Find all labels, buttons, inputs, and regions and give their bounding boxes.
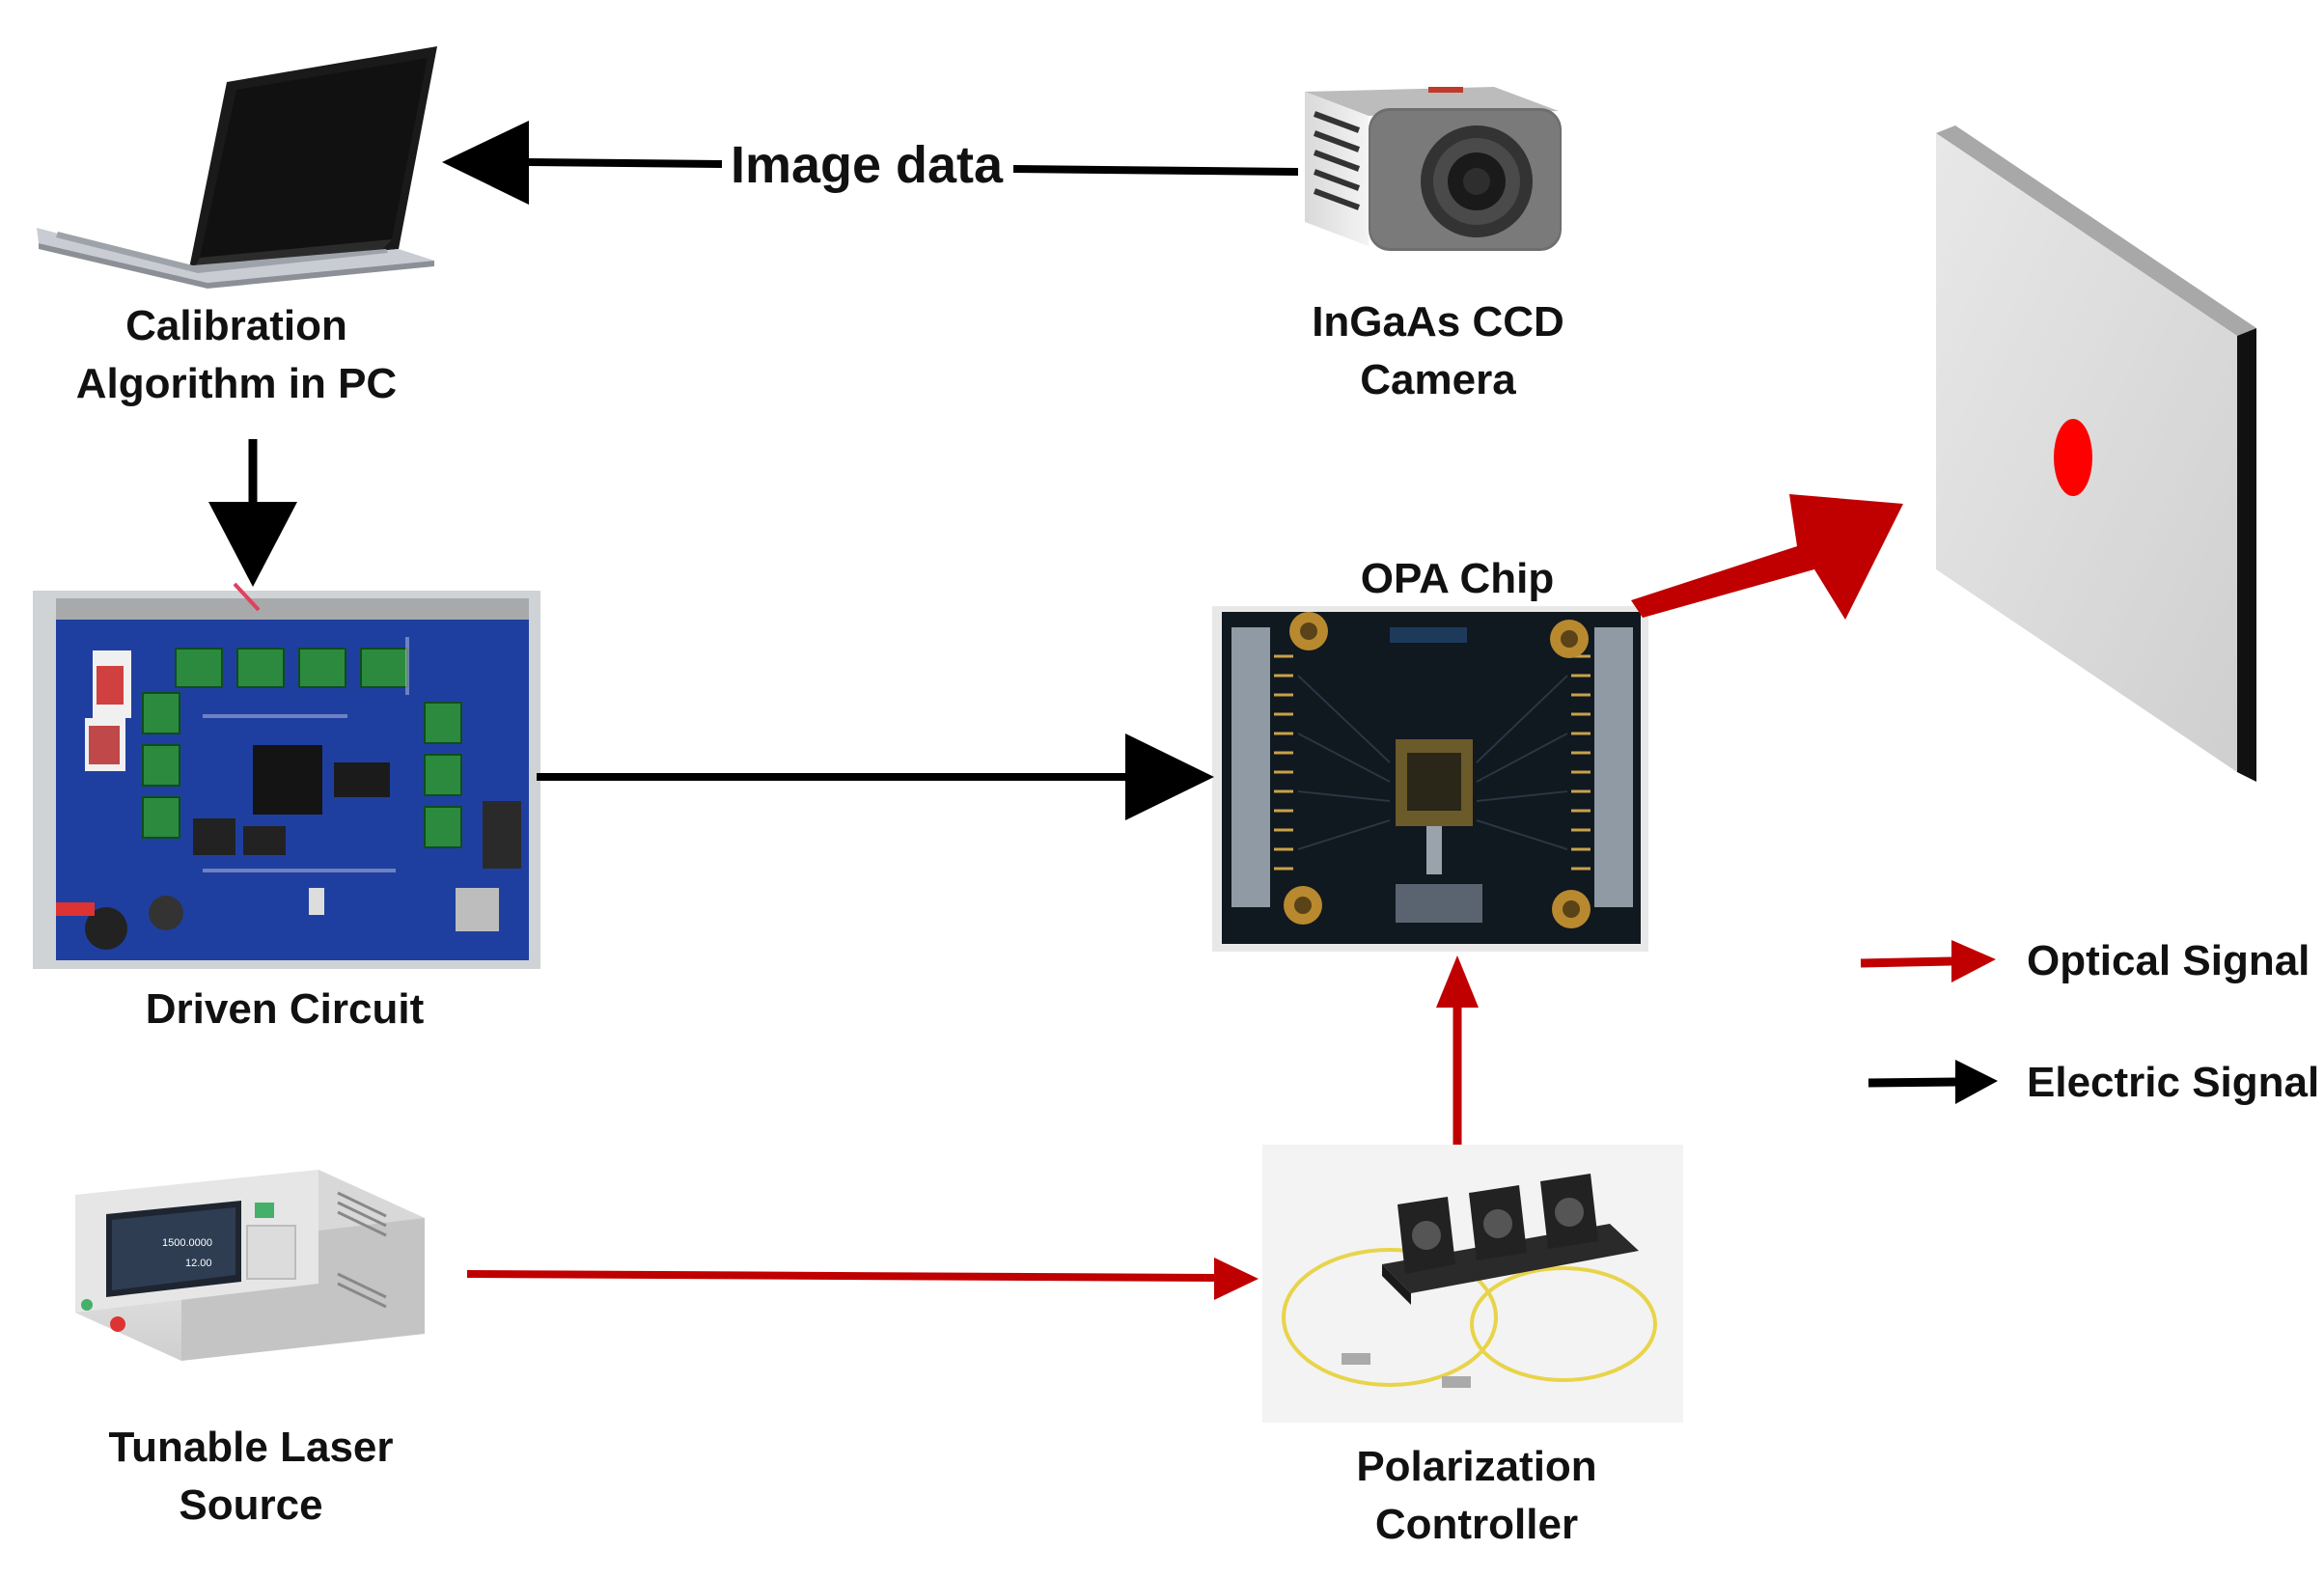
opa-chip-icon bbox=[1212, 606, 1648, 952]
projection-screen-icon bbox=[1936, 125, 2256, 782]
opa-chip-label: OPA Chip bbox=[1360, 555, 1555, 602]
pc-label: Calibration Algorithm in PC bbox=[39, 297, 434, 413]
arrow-circuit-to-chip bbox=[537, 733, 1214, 820]
camera-label: InGaAs CCD Camera bbox=[1264, 293, 1612, 409]
polarization-label-line-1: Polarization bbox=[1356, 1443, 1597, 1490]
beam-spot bbox=[2054, 419, 2092, 496]
driven-circuit-label: Driven Circuit bbox=[145, 985, 425, 1033]
laser-wavelength-readout: 1500.0000 bbox=[162, 1237, 212, 1249]
pc-label-line-2: Algorithm in PC bbox=[75, 360, 398, 407]
polarization-label: Polarization Controller bbox=[1293, 1438, 1660, 1554]
laser-power-readout: 12.00 bbox=[185, 1258, 212, 1269]
camera-label-line-2: Camera bbox=[1360, 356, 1516, 403]
laser-label: Tunable Laser Source bbox=[77, 1419, 425, 1535]
laser-label-line-2: Source bbox=[179, 1481, 323, 1529]
camera-label-line-1: InGaAs CCD bbox=[1312, 298, 1564, 346]
polarization-controller-icon bbox=[1262, 1145, 1683, 1423]
legend-electric-arrow-icon bbox=[1868, 1060, 1998, 1104]
arrow-laser-to-polarization bbox=[466, 1258, 1259, 1300]
legend-electric-label: Electric Signal bbox=[2027, 1059, 2320, 1106]
polarization-label-line-2: Controller bbox=[1374, 1501, 1579, 1548]
laser-source-icon: 1500.0000 12.00 bbox=[75, 1170, 425, 1361]
legend-optical-label: Optical Signal bbox=[2027, 937, 2310, 984]
camera-icon bbox=[1305, 87, 1562, 251]
arrow-chip-to-screen bbox=[1631, 494, 1903, 620]
arrow-polarization-to-chip bbox=[1436, 955, 1479, 1145]
circuit-board-icon bbox=[33, 582, 540, 969]
edge-label-image-data: Image data bbox=[722, 133, 1011, 197]
arrow-pc-to-circuit bbox=[208, 439, 297, 587]
legend-optical-arrow-icon bbox=[1860, 940, 1996, 982]
laptop-icon bbox=[37, 46, 437, 289]
arrow-camera-to-pc bbox=[442, 121, 1299, 205]
pc-label-line-1: Calibration bbox=[125, 302, 347, 349]
laser-label-line-1: Tunable Laser bbox=[108, 1424, 394, 1471]
